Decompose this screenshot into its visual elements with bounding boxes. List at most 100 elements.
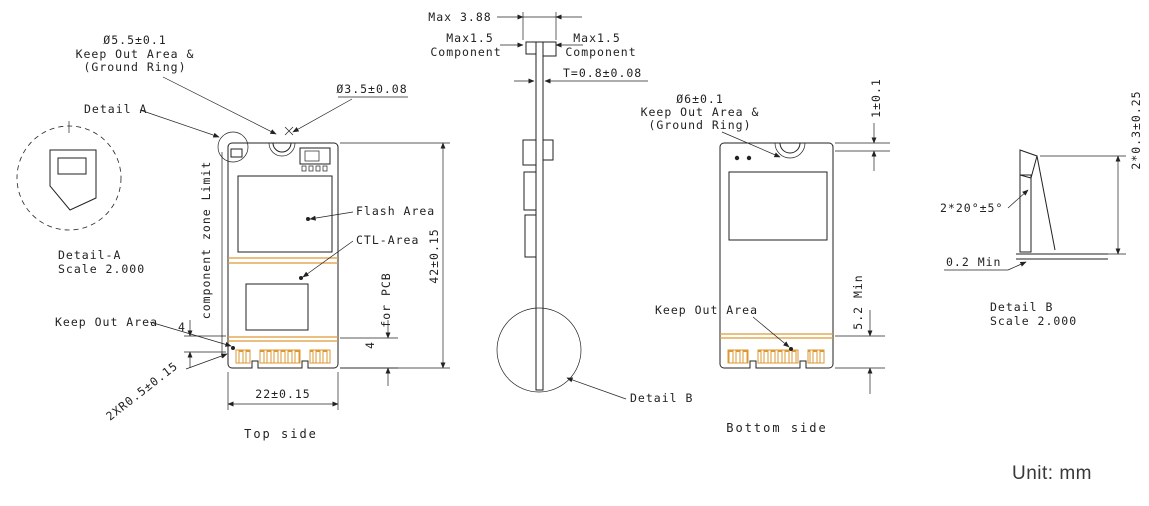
ctl-leader xyxy=(302,240,354,278)
flash-area-rect xyxy=(237,175,333,253)
pcb-profile xyxy=(535,41,544,391)
unit-label: Unit: mm xyxy=(1012,463,1092,484)
side-component xyxy=(523,171,537,211)
gold-fingers xyxy=(259,349,301,364)
clearance-label: 0.2 Min xyxy=(946,255,1001,269)
gold-fingers xyxy=(309,349,331,364)
chamfer-angle-line xyxy=(1036,155,1056,251)
antenna-hole xyxy=(272,142,292,153)
edge-chamfer xyxy=(1019,149,1038,179)
max15-right-label: Max1.5 xyxy=(573,31,621,45)
detail-b-marker-circle xyxy=(496,307,582,393)
bottom-side-caption: Bottom side xyxy=(726,421,827,435)
switch-pin xyxy=(301,165,307,172)
clearance-leader xyxy=(1007,261,1027,271)
max15-left-label: Max1.5 xyxy=(446,31,494,45)
switch-pin xyxy=(315,165,321,172)
dim-52-min-label: 5.2 Min xyxy=(851,274,865,329)
keepout-leader xyxy=(162,76,277,135)
detail-a-scale: Scale 2.000 xyxy=(58,262,145,276)
angle-label: 2*20°±5° xyxy=(940,201,1003,215)
detail-b-title: Detail B xyxy=(990,300,1053,314)
dim-1-label: 1±0.1 xyxy=(869,78,883,118)
gold-fingers xyxy=(727,349,749,364)
detail-b-leader xyxy=(566,377,627,400)
keepout-area-dot xyxy=(231,346,235,350)
side-component xyxy=(542,139,554,161)
module-outline xyxy=(227,142,339,369)
keep-out-area-label: Keep Out Area xyxy=(55,315,158,329)
edge-bar xyxy=(1019,174,1032,253)
ground-ring-arc xyxy=(774,142,806,159)
switch-component xyxy=(299,147,331,165)
flash-leader-dot xyxy=(306,217,310,221)
component-zone-label: component zone Limit xyxy=(199,161,213,319)
angle-leader xyxy=(1007,189,1029,209)
keepout-label-3: (Ground Ring) xyxy=(83,60,186,74)
dim-left-4-label: 4 xyxy=(178,320,186,334)
keepout-area-leader xyxy=(752,316,790,348)
detail-a-title: Detail-A xyxy=(58,248,121,262)
switch-inner xyxy=(304,150,320,162)
gold-fingers xyxy=(235,349,251,364)
corner-bracket xyxy=(230,148,243,158)
hole-dia-label: Ø3.5±0.08 xyxy=(336,82,407,96)
component-right-label: Component xyxy=(565,45,636,59)
keepout-label-2: Keep Out Area & xyxy=(641,105,760,119)
corner-shape xyxy=(49,149,97,211)
component-left-label: Component xyxy=(430,45,501,59)
keepout-area-dot xyxy=(789,347,793,351)
ctl-area-label: CTL-Area xyxy=(356,233,419,247)
junction-x xyxy=(284,126,294,136)
keep-out-area-label: Keep Out Area xyxy=(655,303,758,317)
side-component xyxy=(525,41,537,55)
keepout-area-leader xyxy=(149,321,232,347)
side-component xyxy=(542,41,557,57)
keepout-label-2: Keep Out Area & xyxy=(76,47,195,61)
switch-pin xyxy=(308,165,314,172)
bottom-view: Ø6±0.1 Keep Out Area & (Ground Ring) Kee… xyxy=(641,78,890,435)
ground-ring-arc xyxy=(268,142,296,157)
antenna-hole xyxy=(779,142,801,154)
dim-width-label: 22±0.15 xyxy=(255,387,310,401)
module-outline xyxy=(719,142,834,369)
test-point xyxy=(746,155,752,161)
detail-a-leader xyxy=(139,109,220,138)
corner-component xyxy=(57,157,87,175)
edge-dim-label: 2*0.3±0.25 xyxy=(1129,90,1143,169)
label-area-rect xyxy=(728,171,828,241)
keepout-leader xyxy=(721,131,781,158)
corner-radius-leader xyxy=(185,353,228,370)
detail-a-inset: Detail-A Scale 2.000 xyxy=(16,121,145,276)
side-view: Max 3.88 Max1.5 Component Max1.5 Compone… xyxy=(428,10,693,405)
hole-leader xyxy=(292,98,353,133)
keepout-dia-label: Ø5.5±0.1 xyxy=(103,33,166,47)
corner-radius-label: 2XR0.5±0.15 xyxy=(103,359,180,424)
max-388-label: Max 3.88 xyxy=(428,10,491,24)
detail-b-inset: 2*20°±5° 0.2 Min 2*0.3±0.25 Detail B Sca… xyxy=(940,90,1143,328)
ctl-area-rect xyxy=(245,283,309,331)
switch-pin xyxy=(322,165,328,172)
top-view: Ø5.5±0.1 Keep Out Area & (Ground Ring) D… xyxy=(55,33,450,441)
flash-leader xyxy=(309,211,354,221)
gold-fingers xyxy=(757,349,799,364)
detail-a-boundary-circle xyxy=(16,125,122,231)
top-side-caption: Top side xyxy=(244,427,318,441)
detail-b-scale: Scale 2.000 xyxy=(990,314,1077,328)
test-point xyxy=(734,155,740,161)
keepout-dia-label: Ø6±0.1 xyxy=(676,92,724,106)
gold-fingers xyxy=(807,349,825,364)
for-pcb-label: for PCB xyxy=(379,272,393,327)
keepout-label-3: (Ground Ring) xyxy=(648,118,751,132)
dim-height-label: 42±0.15 xyxy=(427,228,441,283)
detail-a-ref-label: Detail A xyxy=(84,102,147,116)
side-component xyxy=(524,214,537,258)
thickness-label: T=0.8±0.08 xyxy=(563,66,642,80)
dim-right-4-label: 4 xyxy=(363,341,377,349)
flash-area-label: Flash Area xyxy=(356,204,435,218)
detail-a-marker-circle xyxy=(217,131,249,163)
detail-b-ref-label: Detail B xyxy=(630,391,693,405)
ctl-leader-dot xyxy=(299,276,303,280)
